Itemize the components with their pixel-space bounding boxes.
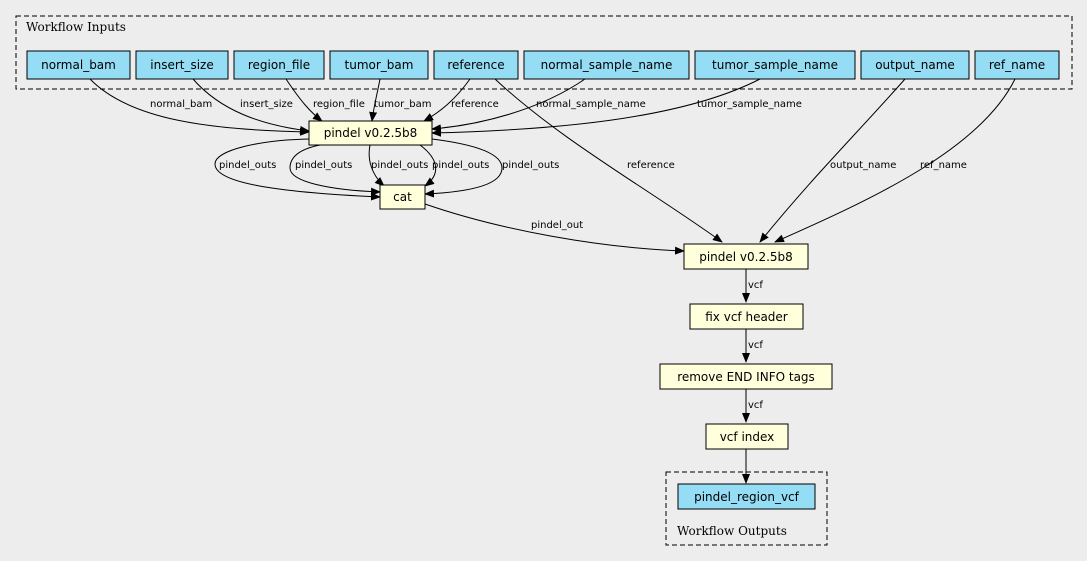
input-reference-label: reference: [447, 58, 504, 72]
step-remove-end-info-tags[interactable]: remove END INFO tags: [659, 363, 833, 390]
input-region-file-label: region_file: [248, 58, 310, 72]
edge-label-reference-1: reference: [451, 99, 499, 110]
edge-label-region-file: region_file: [313, 99, 365, 110]
edge-label-vcf-3: vcf: [748, 400, 763, 411]
edge-ref-name: [774, 78, 1016, 243]
input-region-file[interactable]: region_file: [233, 50, 325, 80]
output-pindel-region-vcf-label: pindel_region_vcf: [694, 490, 800, 504]
edge-label-tumor-sample-name: tumor_sample_name: [697, 99, 802, 110]
edge-label-pindel-outs-1: pindel_outs: [219, 160, 276, 171]
workflow-inputs-cluster: [15, 15, 1073, 90]
step-pindel-1[interactable]: pindel v0.2.5b8: [308, 120, 433, 146]
edge-label-normal-sample-name: normal_sample_name: [536, 99, 646, 110]
edge-label-pindel-outs-3: pindel_outs: [371, 160, 428, 171]
edge-label-pindel-outs-4: pindel_outs: [432, 160, 489, 171]
edge-label-reference-2: reference: [627, 160, 675, 171]
step-fix-vcf-header[interactable]: fix vcf header: [689, 303, 804, 330]
edge-label-ref-name: ref_name: [920, 160, 967, 171]
step-vcf-index-label: vcf index: [720, 430, 775, 444]
step-cat[interactable]: cat: [379, 184, 426, 210]
edge-pindel-outs-3: [368, 144, 385, 187]
edge-output-name: [759, 78, 906, 243]
edge-label-output-name: output_name: [830, 160, 896, 171]
input-insert-size-label: insert_size: [150, 58, 213, 72]
step-pindel-2-label: pindel v0.2.5b8: [699, 250, 793, 264]
edge-pindel-out: [424, 203, 685, 255]
input-insert-size[interactable]: insert_size: [135, 50, 229, 80]
edge-label-insert-size: insert_size: [240, 99, 293, 110]
workflow-outputs-label: Workflow Outputs: [677, 524, 787, 538]
edge-reference-1: [423, 78, 471, 122]
input-tumor-sample-name[interactable]: tumor_sample_name: [694, 50, 856, 80]
edge-label-pindel-outs-5: pindel_outs: [502, 160, 559, 171]
edge-region-file: [285, 78, 323, 122]
edge-insert-size: [192, 78, 310, 134]
edge-pindel-outs-2: [289, 144, 381, 196]
edge-tumor-sample-name: [431, 78, 761, 137]
edge-label-vcf-1: vcf: [748, 280, 763, 291]
input-reference[interactable]: reference: [433, 50, 519, 80]
workflow-inputs-label: Workflow Inputs: [26, 20, 126, 34]
edge-label-pindel-out: pindel_out: [531, 220, 583, 231]
edge-label-pindel-outs-2: pindel_outs: [295, 160, 352, 171]
input-normal-bam[interactable]: normal_bam: [26, 50, 131, 80]
output-pindel-region-vcf[interactable]: pindel_region_vcf: [677, 483, 816, 510]
input-tumor-sample-name-label: tumor_sample_name: [712, 58, 838, 72]
input-ref-name-label: ref_name: [989, 58, 1045, 72]
edge-label-vcf-2: vcf: [748, 340, 763, 351]
step-pindel-1-label: pindel v0.2.5b8: [324, 126, 418, 140]
step-remove-end-info-tags-label: remove END INFO tags: [677, 370, 815, 384]
edge-label-tumor-bam: tumor_bam: [374, 99, 431, 110]
step-fix-vcf-header-label: fix vcf header: [705, 310, 788, 324]
input-tumor-bam[interactable]: tumor_bam: [329, 50, 429, 80]
input-normal-sample-name-label: normal_sample_name: [541, 58, 673, 72]
edge-pindel-outs-1: [214, 138, 381, 201]
edge-reference-2: [494, 78, 723, 243]
edge-normal-bam: [89, 78, 310, 136]
input-normal-bam-label: normal_bam: [41, 58, 116, 72]
input-tumor-bam-label: tumor_bam: [345, 58, 414, 72]
step-pindel-2[interactable]: pindel v0.2.5b8: [683, 243, 809, 270]
input-output-name[interactable]: output_name: [860, 50, 970, 80]
input-output-name-label: output_name: [875, 58, 955, 72]
edge-pindel-outs-4: [419, 144, 437, 187]
edge-normal-sample-name: [431, 78, 586, 133]
input-ref-name[interactable]: ref_name: [974, 50, 1060, 80]
input-normal-sample-name[interactable]: normal_sample_name: [523, 50, 690, 80]
edge-pindel-outs-5: [424, 138, 503, 198]
step-vcf-index[interactable]: vcf index: [705, 423, 789, 450]
step-cat-label: cat: [393, 190, 412, 204]
edge-label-normal-bam: normal_bam: [150, 99, 212, 110]
edge-tumor-bam: [369, 78, 381, 122]
